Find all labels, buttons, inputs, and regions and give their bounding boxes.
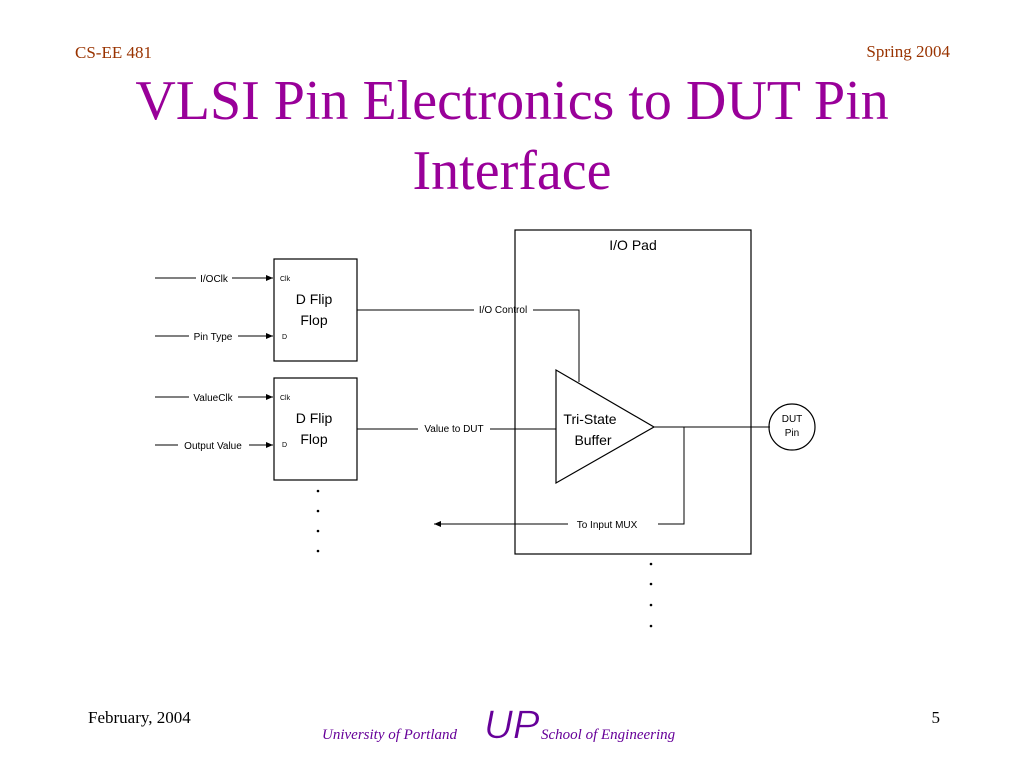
dot	[649, 624, 653, 628]
flip-flop-2-clk-port: Clk	[280, 395, 291, 402]
dut-pin-label-1: DUT	[782, 414, 803, 425]
pin-type-label: Pin Type	[194, 332, 233, 343]
flip-flop-1-label-2: Flop	[300, 312, 327, 328]
io-control-line-b	[533, 309, 580, 382]
dot	[316, 489, 320, 493]
slide-title-line-1: VLSI Pin Electronics to DUT Pin	[135, 70, 889, 132]
footer-date: February, 2004	[88, 708, 191, 727]
dot	[316, 509, 320, 513]
io-pad-box	[514, 229, 752, 555]
flip-flop-1-d-port: D	[282, 334, 287, 341]
flip-flop-2-label-2: Flop	[300, 431, 327, 447]
dut-pin	[768, 403, 816, 451]
dot	[649, 603, 653, 607]
ellipsis-dots-left	[316, 489, 320, 553]
footer-school: School of Engineering	[541, 727, 676, 743]
university-logo: UP	[484, 703, 540, 748]
io-control-label: I/O Control	[479, 305, 527, 316]
ellipsis-dots-right	[649, 562, 653, 628]
semester: Spring 2004	[866, 42, 950, 61]
flip-flop-2-label-1: D Flip	[296, 410, 333, 426]
dut-pin-label-2: Pin	[785, 428, 799, 439]
output-value-label: Output Value	[184, 441, 242, 452]
io-pad-label: I/O Pad	[609, 237, 656, 253]
feedback-line	[658, 426, 685, 525]
value-clk-label: ValueClk	[193, 393, 233, 404]
flip-flop-2	[273, 377, 358, 481]
dot	[649, 562, 653, 566]
buffer-label-2: Buffer	[574, 432, 611, 448]
slide-title: VLSI Pin Electronics to DUT Pin Interfac…	[0, 66, 1024, 206]
dot	[316, 549, 320, 553]
to-input-mux-label: To Input MUX	[577, 520, 638, 531]
flip-flop-1	[273, 258, 358, 362]
dot	[316, 529, 320, 533]
io-clk-label: I/OClk	[200, 274, 229, 285]
footer-university: University of Portland	[322, 727, 457, 743]
course-code: CS-EE 481	[75, 43, 152, 62]
logo-text: UP	[484, 703, 540, 747]
slide-title-line-2: Interface	[412, 140, 612, 202]
page-number: 5	[931, 708, 941, 727]
dot	[649, 582, 653, 586]
value-to-dut-label: Value to DUT	[424, 424, 483, 435]
buffer-label-1: Tri-State	[563, 411, 616, 427]
tri-state-buffer	[555, 368, 656, 485]
flip-flop-1-label-1: D Flip	[296, 291, 333, 307]
flip-flop-1-clk-port: Clk	[280, 276, 291, 283]
flip-flop-2-d-port: D	[282, 442, 287, 449]
